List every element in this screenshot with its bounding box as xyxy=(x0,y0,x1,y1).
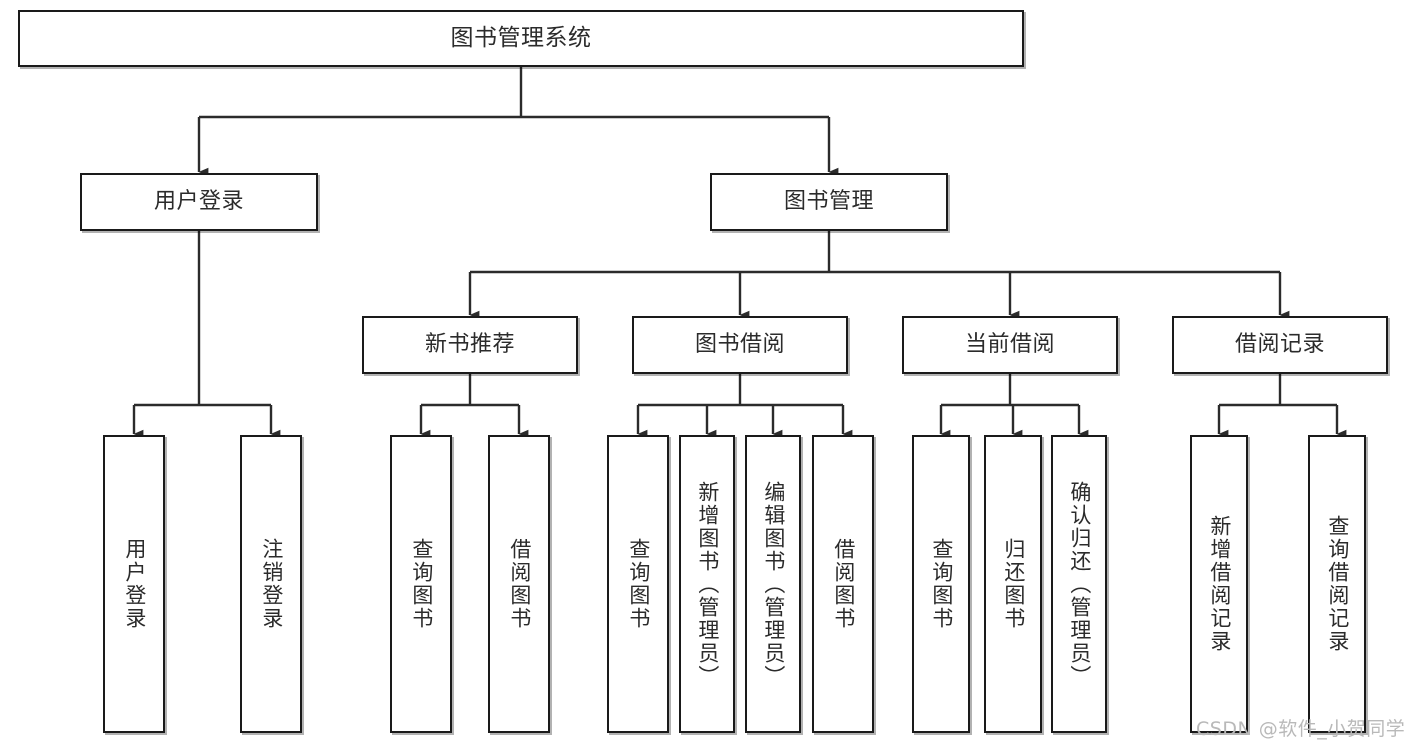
node-book-management-label: 图书管理 xyxy=(783,189,874,215)
node-borrow-record-label: 借阅记录 xyxy=(1234,332,1325,358)
node-book-borrow-label: 图书借阅 xyxy=(694,332,785,358)
leaf-add-book-admin[interactable]: 新增图书（管理员） xyxy=(679,435,735,733)
leaf-user-login[interactable]: 用户登录 xyxy=(103,435,165,733)
leaf-edit-book-admin[interactable]: 编辑图书（管理员） xyxy=(745,435,801,733)
node-new-book-recommend[interactable]: 新书推荐 xyxy=(362,316,578,374)
leaf-user-login-label: 用户登录 xyxy=(122,538,147,630)
leaf-query-book-borrow-label: 查询图书 xyxy=(626,538,651,630)
node-current-borrow-label: 当前借阅 xyxy=(964,332,1055,358)
node-book-management[interactable]: 图书管理 xyxy=(710,173,948,231)
leaf-query-borrow-record-label: 查询借阅记录 xyxy=(1325,515,1350,653)
leaf-borrow-book[interactable]: 借阅图书 xyxy=(812,435,874,733)
leaf-confirm-return-admin[interactable]: 确认归还（管理员） xyxy=(1051,435,1107,733)
leaf-query-book-recommend-label: 查询图书 xyxy=(409,538,434,630)
node-book-borrow[interactable]: 图书借阅 xyxy=(632,316,848,374)
node-new-book-recommend-label: 新书推荐 xyxy=(424,332,515,358)
leaf-query-book-recommend[interactable]: 查询图书 xyxy=(390,435,452,733)
leaf-borrow-book-recommend-label: 借阅图书 xyxy=(507,538,532,630)
leaf-return-book-label: 归还图书 xyxy=(1001,538,1026,630)
leaf-confirm-return-admin-label: 确认归还（管理员） xyxy=(1067,480,1092,688)
leaf-borrow-book-recommend[interactable]: 借阅图书 xyxy=(488,435,550,733)
node-root-label: 图书管理系统 xyxy=(450,24,592,51)
node-current-borrow[interactable]: 当前借阅 xyxy=(902,316,1118,374)
leaf-add-book-admin-label: 新增图书（管理员） xyxy=(695,480,720,688)
node-user-login-label: 用户登录 xyxy=(153,189,244,215)
leaf-query-book-borrow[interactable]: 查询图书 xyxy=(607,435,669,733)
leaf-query-book-current[interactable]: 查询图书 xyxy=(912,435,970,733)
leaf-query-borrow-record[interactable]: 查询借阅记录 xyxy=(1308,435,1366,733)
leaf-logout[interactable]: 注销登录 xyxy=(240,435,302,733)
leaf-borrow-book-label: 借阅图书 xyxy=(831,538,856,630)
csdn-watermark: CSDN @软件_小贺同学 xyxy=(1196,718,1405,740)
node-borrow-record[interactable]: 借阅记录 xyxy=(1172,316,1388,374)
node-root[interactable]: 图书管理系统 xyxy=(18,10,1024,67)
leaf-edit-book-admin-label: 编辑图书（管理员） xyxy=(761,480,786,688)
leaf-add-borrow-record[interactable]: 新增借阅记录 xyxy=(1190,435,1248,733)
leaf-return-book[interactable]: 归还图书 xyxy=(984,435,1042,733)
node-user-login[interactable]: 用户登录 xyxy=(80,173,318,231)
leaf-logout-label: 注销登录 xyxy=(259,538,284,630)
leaf-add-borrow-record-label: 新增借阅记录 xyxy=(1207,515,1232,653)
leaf-query-book-current-label: 查询图书 xyxy=(929,538,954,630)
